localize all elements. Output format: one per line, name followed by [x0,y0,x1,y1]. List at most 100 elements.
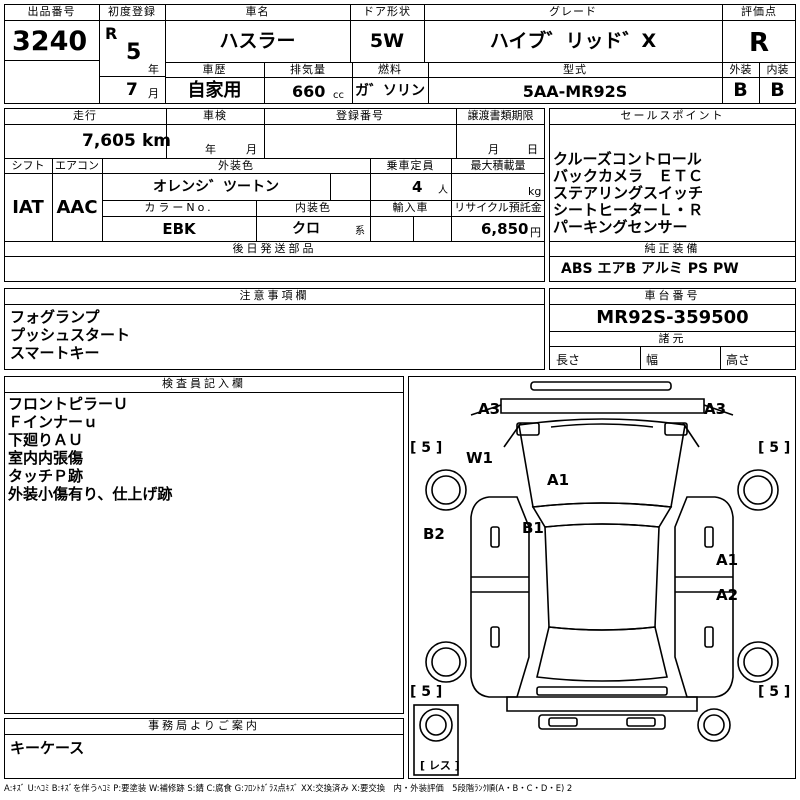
mileage-label: 走行 [73,109,97,122]
grade-label: グレード [549,5,597,18]
ext-color: オレンシ゛ツートン [153,179,279,195]
reg-month-unit: 月 [148,87,159,100]
sales-point-item: ステアリングスイッチ [553,184,704,202]
damage-mark: A1 [716,551,739,569]
reg-year-unit: 年 [148,63,159,76]
door-label: ドア形状 [363,5,411,18]
tire-front-right: [ 5 ] [758,440,791,456]
equipment-label: 純正装備 [644,242,701,255]
displacement: 660 [292,82,326,101]
damage-mark: A2 [716,586,739,604]
model-code: 5AA-MR92S [522,82,628,101]
sales-points-label: セールスポイント [620,109,725,122]
mileage: 7,605 [82,131,136,151]
color-no: EBK [162,220,196,238]
left-side-outline [470,496,530,698]
fuel-label: 燃料 [378,63,402,76]
inspection-month-unit: 月 [246,143,257,156]
height-label: 高さ [726,353,751,367]
transfer-month-unit: 月 [488,143,499,156]
damage-mark: A3 [478,400,501,418]
rear-plate-shape [538,714,666,730]
first-reg-label: 初度登録 [108,5,156,18]
ac-label: エアコン [55,159,99,172]
car-name-label: 車名 [245,5,270,18]
note-item: プッシュスタート [10,326,131,344]
chassis-section [549,288,796,370]
sales-point-item: クルーズコントロール [553,150,702,168]
capacity-label: 乗車定員 [386,159,435,172]
inspector-item: タッチＰ跡 [8,467,84,485]
mileage-unit: km [142,131,172,151]
right-side-outline [674,496,734,698]
lot-label: 出品番号 [27,5,76,18]
exterior-label: 外装 [729,63,752,76]
history-label: 車歴 [202,63,227,76]
car-diagram [413,381,779,776]
lot-number: 3240 [12,26,88,57]
inspector-item: 外装小傷有り、仕上げ跡 [8,485,173,503]
office-section [4,718,404,779]
tire-front-left: [ 5 ] [410,440,443,456]
int-color-label: 内装色 [295,201,331,214]
hood-outline [518,418,686,508]
reg-year: 5 [126,40,142,65]
tire-spare: [ レス ] [420,759,460,772]
damage-mark: W1 [466,449,493,467]
model-label: 型式 [563,63,587,76]
damage-mark: A1 [547,471,570,489]
damage-mark: B2 [423,525,445,543]
max-load-unit: kg [528,185,542,198]
fuel: ガ゛ソリン [355,83,425,99]
recycle-unit: 円 [530,226,541,239]
inspector-item: Ｆインナーｕ [8,413,99,431]
chassis-number: MR92S-359500 [596,307,749,328]
sales-point-item: シートヒーターＬ・Ｒ [553,201,704,219]
spec-label: 諸元 [658,332,687,345]
history: 自家用 [187,80,242,101]
chassis-label: 車台番号 [644,289,701,302]
inspection-label: 車検 [203,109,227,122]
color-no-label: カラーNo. [144,201,214,214]
door-type: 5W [369,30,405,52]
equipment: ABS エアB アルミ PS PW [561,261,739,277]
note-item: スマートキー [10,344,100,362]
int-color-unit: 系 [355,226,365,237]
rear-window-outline [536,626,668,682]
sales-point-item: バックカメラ ＥＴＣ [553,167,704,185]
length-label: 長さ [556,353,581,367]
interior-grade: B [770,79,785,101]
details-section [4,108,545,282]
score-label: 評価点 [741,5,777,18]
grade: ハイブ゛リッド゛X [489,30,657,52]
inspection-year-unit: 年 [205,143,216,156]
transfer-label: 譲渡書類期限 [467,109,534,122]
header-section [4,4,796,104]
era: R [105,24,118,43]
inspector-item: 下廻りＡＵ [8,431,84,449]
width-label: 幅 [646,353,659,367]
sales-point-item: パーキングセンサー [553,218,688,236]
displacement-label: 排気量 [290,63,326,76]
recycle-label: リサイクル預託金 [454,201,542,214]
tire-rear-right: [ 5 ] [758,684,791,700]
recycle-fee: 6,850 [481,220,529,238]
shift-label: シフト [11,159,45,172]
max-load-label: 最大積載量 [470,159,526,172]
inspector-item: 室内内張傷 [8,449,84,467]
interior-label: 内装 [766,63,789,76]
score: R [748,28,770,58]
rear-left-wheel [425,641,467,683]
shift: IAT [12,197,44,218]
front-right-wheel [737,469,779,511]
roof-outline [544,523,660,631]
tire-rear-left: [ 5 ] [410,684,443,700]
displacement-unit: cc [333,90,344,101]
notes-section [4,288,545,370]
car-name: ハスラー [219,30,296,52]
front-bumper-outline [500,398,705,414]
ext-color-label: 外装色 [218,159,254,172]
spare-wheel [419,708,453,742]
damage-mark: A3 [704,400,727,418]
office-label: 事務局よりご案内 [148,719,260,732]
